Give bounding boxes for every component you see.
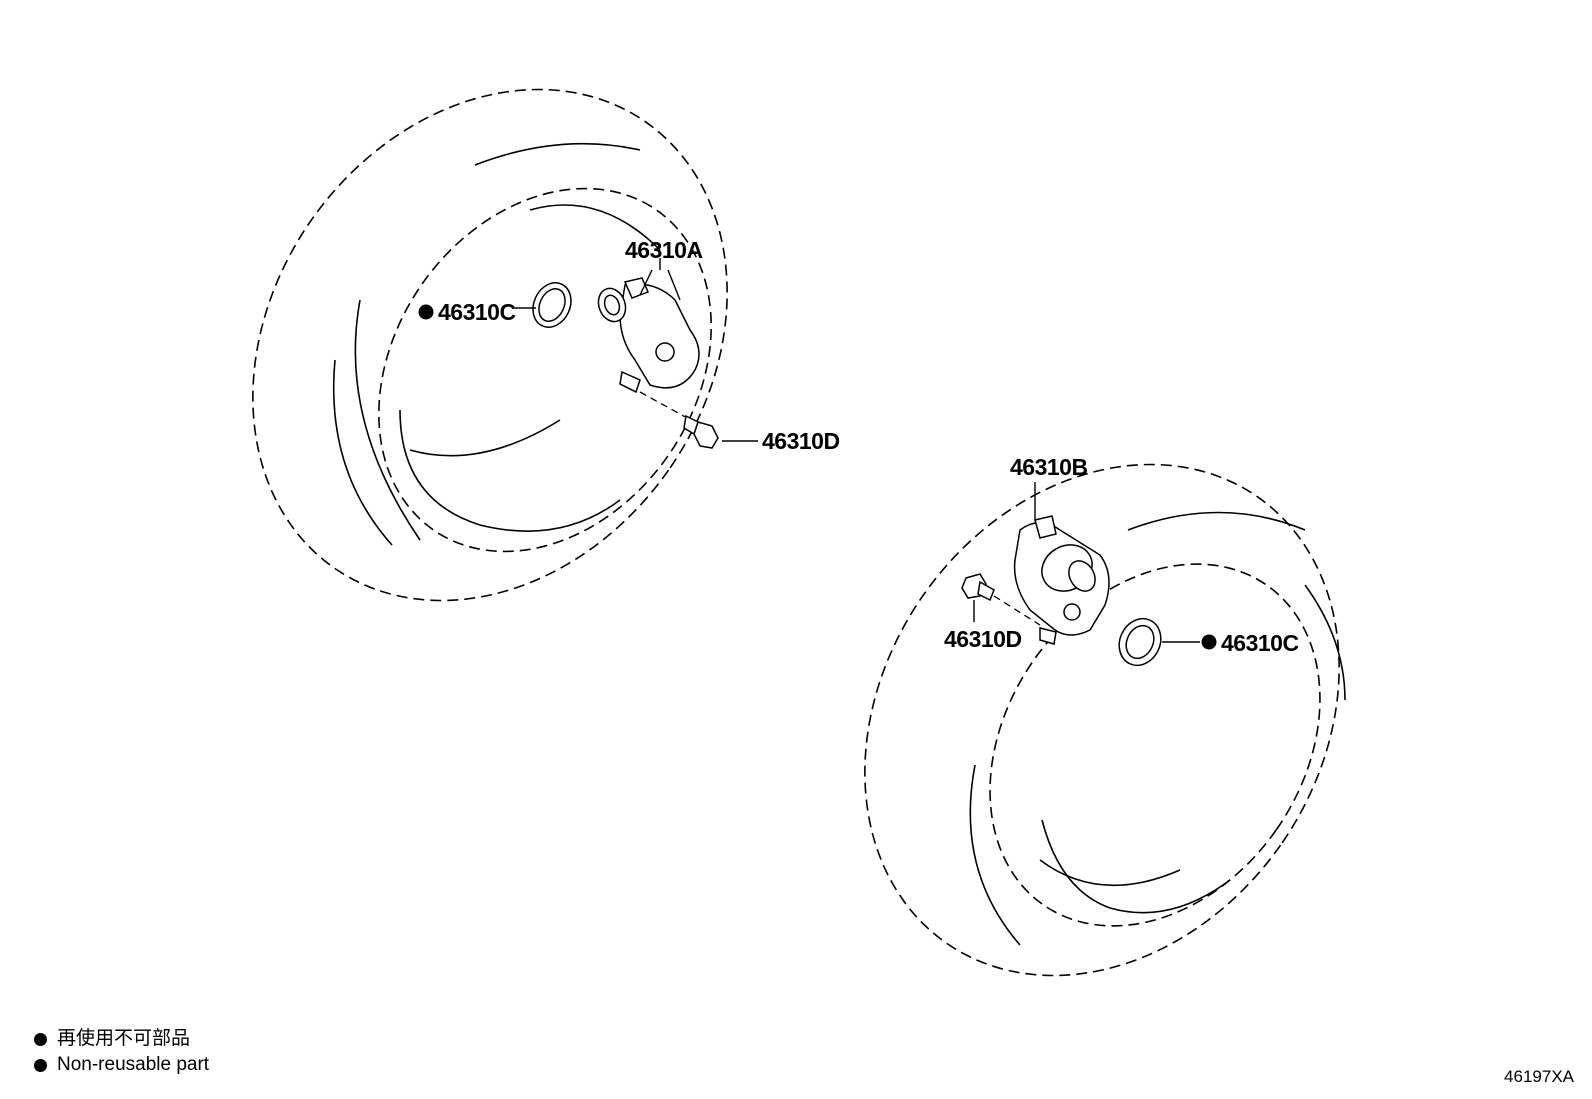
callout-46310a: 46310A	[625, 237, 703, 263]
nonreusable-marker-lower	[1201, 634, 1217, 650]
legend-jp: 再使用不可部品	[34, 1028, 190, 1050]
grommet-upper	[532, 282, 572, 328]
callout-46310d-upper: 46310D	[762, 428, 840, 454]
figure-code: 46197XA	[1504, 1067, 1574, 1086]
legend-jp-text: 再使用不可部品	[57, 1028, 191, 1049]
tire-upper	[252, 88, 728, 602]
grommet-lower	[1118, 617, 1162, 667]
bolt-upper	[639, 391, 719, 449]
tpms-sensor-lower	[1013, 515, 1110, 645]
bolt-lower	[961, 573, 1041, 626]
legend-en-text: Non-reusable part	[57, 1054, 210, 1075]
callout-46310c-upper: 46310C	[438, 299, 516, 325]
legend-dot-icon	[34, 1032, 47, 1046]
tire-lower	[864, 463, 1346, 977]
callout-46310b: 46310B	[1010, 454, 1088, 480]
nonreusable-marker-upper	[418, 304, 434, 320]
leader-sensor-a	[639, 258, 681, 301]
tpms-sensor-upper	[597, 277, 700, 394]
legend-dot-icon	[34, 1058, 47, 1072]
callout-46310c-lower: 46310C	[1221, 630, 1299, 656]
callout-46310d-lower: 46310D	[944, 626, 1022, 652]
legend-en: Non-reusable part	[34, 1054, 209, 1076]
